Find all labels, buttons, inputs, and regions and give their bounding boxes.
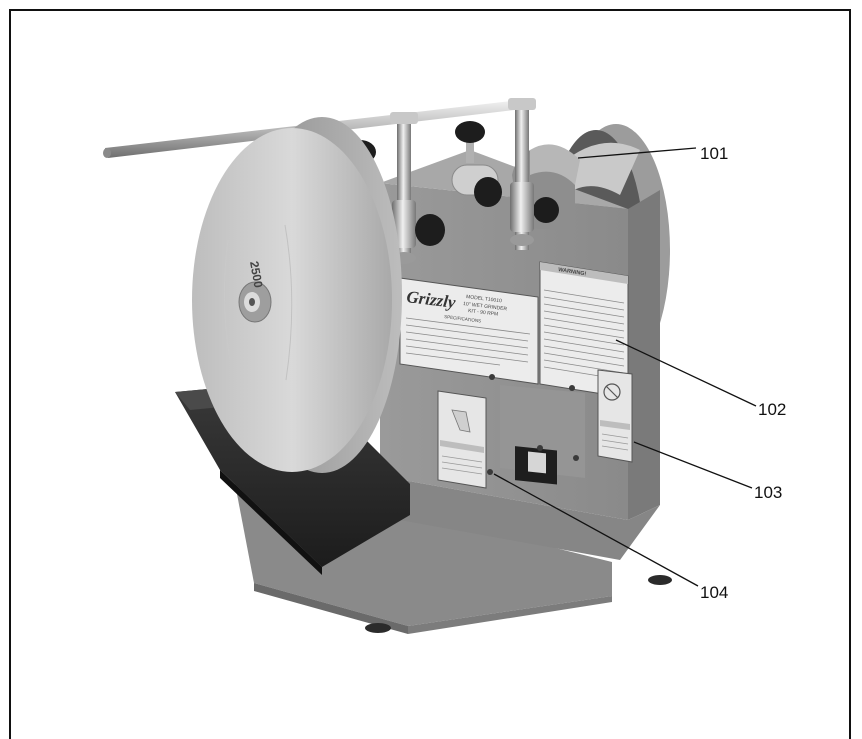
power-switch-panel (487, 374, 585, 485)
callout-103: 103 (754, 483, 783, 502)
figure-border (9, 9, 851, 739)
model-line-2: 10" WET GRINDER (463, 301, 508, 312)
eye-protection-label (597, 369, 633, 463)
stone-grit-mark: 2500 (247, 260, 265, 289)
leader-103 (633, 441, 753, 489)
leader-101 (577, 147, 697, 159)
callout-104: 104 (700, 583, 729, 602)
leader-104 (493, 473, 699, 587)
callout-102: 102 (758, 400, 787, 419)
hand-warning-label (437, 390, 487, 489)
model-line-1: MODEL T10010 (466, 294, 503, 304)
callout-leader-lines (493, 147, 757, 587)
left-grinding-stone: 2500 (192, 117, 402, 473)
warning-header-text: WARNING! (558, 267, 587, 277)
leader-102 (615, 339, 757, 407)
model-line-3: KIT - 90 RPM (468, 308, 499, 318)
specs-header: SPECIFICATIONS (444, 314, 482, 323)
specification-label: Grizzly MODEL T10010 10" WET GRINDER KIT… (399, 277, 539, 385)
callout-101: 101 (700, 144, 729, 163)
